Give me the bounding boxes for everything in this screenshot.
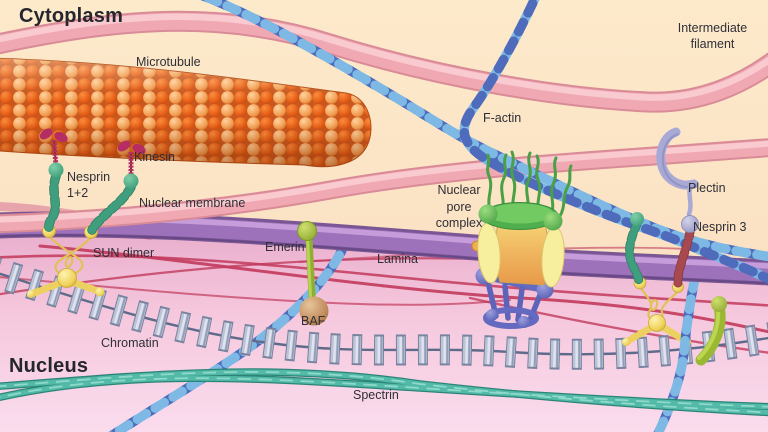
label-chromatin: Chromatin (101, 336, 159, 350)
nuclear-pore-complex-structure (475, 150, 573, 329)
label-nuclear-membrane: Nuclear membrane (139, 196, 246, 210)
label-nesprin-1-2: Nesprin 1+2 (67, 170, 111, 200)
microtubule-tube (0, 57, 372, 168)
label-baf: BAF (301, 314, 326, 328)
plectin-linker (656, 127, 699, 233)
label-sun-dimer: SUN dimer (93, 246, 155, 260)
nesprin-2-right-chain (625, 212, 644, 286)
label-nesprin-3: Nesprin 3 (693, 220, 747, 234)
region-label-nucleus: Nucleus (9, 355, 89, 377)
label-nuclear-pore-complex: Nuclear pore complex (435, 183, 483, 230)
label-intermediate-filament: Intermediate filament (677, 21, 748, 51)
label-f-actin: F-actin (483, 111, 522, 125)
label-lamina: Lamina (377, 252, 418, 266)
label-kinesin: Kinesin (134, 150, 175, 164)
label-spectrin: Spectrin (353, 388, 399, 402)
nesprin-1-2-chains (44, 162, 139, 235)
region-label-cytoplasm: Cytoplasm (19, 5, 124, 27)
emerin-protein-right (695, 296, 727, 366)
baf-protein (299, 296, 329, 326)
label-microtubule: Microtubule (136, 55, 201, 69)
nesprin-3-chain (673, 227, 695, 288)
kinesin-motor-1 (39, 128, 68, 168)
label-emerin: Emerin (265, 240, 305, 254)
emerin-protein (297, 221, 329, 326)
label-plectin: Plectin (688, 181, 726, 195)
